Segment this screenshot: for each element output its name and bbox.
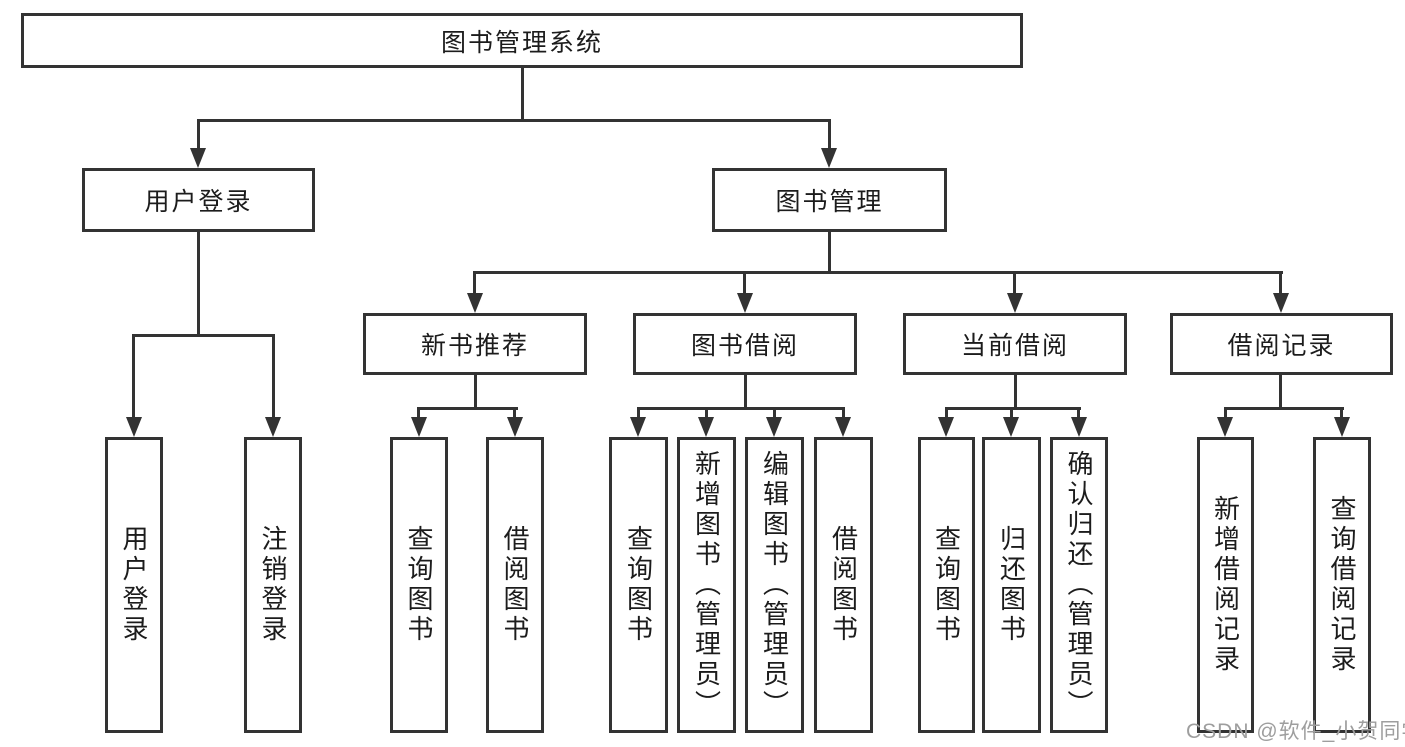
connector-line <box>132 334 275 337</box>
arrowhead-down-icon <box>1007 293 1023 313</box>
leaf-current-confirm-return-admin: 确认归还（管理员） <box>1050 437 1108 733</box>
connector-line <box>474 375 477 409</box>
connector-line <box>828 232 831 273</box>
connector-line <box>743 271 746 295</box>
leaf-recommend-borrow-book: 借阅图书 <box>486 437 544 733</box>
node-user-login: 用户登录 <box>82 168 315 232</box>
leaf-logout-login: 注销登录 <box>244 437 302 733</box>
connector-line <box>637 407 640 419</box>
node-new-book-recommendation: 新书推荐 <box>363 313 587 375</box>
connector-line <box>1224 407 1227 419</box>
leaf-records-add-record: 新增借阅记录 <box>1197 437 1254 733</box>
connector-line <box>773 407 776 419</box>
connector-line <box>197 119 831 122</box>
connector-line <box>705 407 708 419</box>
arrowhead-down-icon <box>1334 417 1350 437</box>
connector-line <box>1224 407 1344 410</box>
connector-line <box>1014 375 1017 409</box>
leaf-records-query-record: 查询借阅记录 <box>1313 437 1371 733</box>
arrowhead-down-icon <box>630 417 646 437</box>
node-borrowing-records: 借阅记录 <box>1170 313 1393 375</box>
arrowhead-down-icon <box>467 293 483 313</box>
connector-line <box>1340 407 1343 419</box>
connector-line <box>1010 407 1013 419</box>
connector-line <box>132 334 135 419</box>
connector-line <box>828 119 831 150</box>
connector-line <box>197 119 200 150</box>
arrowhead-down-icon <box>190 148 206 168</box>
connector-line <box>1279 271 1282 295</box>
leaf-borrow-edit-book-admin: 编辑图书（管理员） <box>745 437 804 733</box>
connector-line <box>1279 375 1282 409</box>
node-book-management: 图书管理 <box>712 168 947 232</box>
arrowhead-down-icon <box>265 417 281 437</box>
node-current-borrowing: 当前借阅 <box>903 313 1127 375</box>
arrowhead-down-icon <box>737 293 753 313</box>
arrowhead-down-icon <box>411 417 427 437</box>
arrowhead-down-icon <box>938 417 954 437</box>
arrowhead-down-icon <box>835 417 851 437</box>
connector-line <box>637 407 845 410</box>
leaf-current-return-book: 归还图书 <box>982 437 1041 733</box>
leaf-user-login: 用户登录 <box>105 437 163 733</box>
arrowhead-down-icon <box>1071 417 1087 437</box>
leaf-borrow-query-book: 查询图书 <box>609 437 668 733</box>
arrowhead-down-icon <box>1217 417 1233 437</box>
connector-line <box>473 271 476 295</box>
connector-line <box>1077 407 1080 419</box>
connector-line <box>417 407 420 419</box>
arrowhead-down-icon <box>821 148 837 168</box>
node-book-borrowing: 图书借阅 <box>633 313 857 375</box>
connector-line <box>521 68 524 120</box>
leaf-recommend-query-book: 查询图书 <box>390 437 448 733</box>
connector-line <box>272 334 275 419</box>
arrowhead-down-icon <box>126 417 142 437</box>
arrowhead-down-icon <box>507 417 523 437</box>
connector-line <box>197 232 200 336</box>
arrowhead-down-icon <box>698 417 714 437</box>
connector-line <box>842 407 845 419</box>
connector-line <box>744 375 747 409</box>
watermark: CSDN @软件_小贺同学 <box>1186 720 1405 743</box>
leaf-current-query-book: 查询图书 <box>918 437 975 733</box>
connector-line <box>473 271 1283 274</box>
connector-line <box>1013 271 1016 295</box>
connector-line <box>513 407 516 419</box>
arrowhead-down-icon <box>1003 417 1019 437</box>
connector-line <box>945 407 948 419</box>
connector-line <box>417 407 518 410</box>
arrowhead-down-icon <box>1273 293 1289 313</box>
leaf-borrow-borrow-book: 借阅图书 <box>814 437 873 733</box>
leaf-borrow-add-book-admin: 新增图书（管理员） <box>677 437 736 733</box>
node-root: 图书管理系统 <box>21 13 1023 68</box>
connector-line <box>945 407 1081 410</box>
arrowhead-down-icon <box>766 417 782 437</box>
